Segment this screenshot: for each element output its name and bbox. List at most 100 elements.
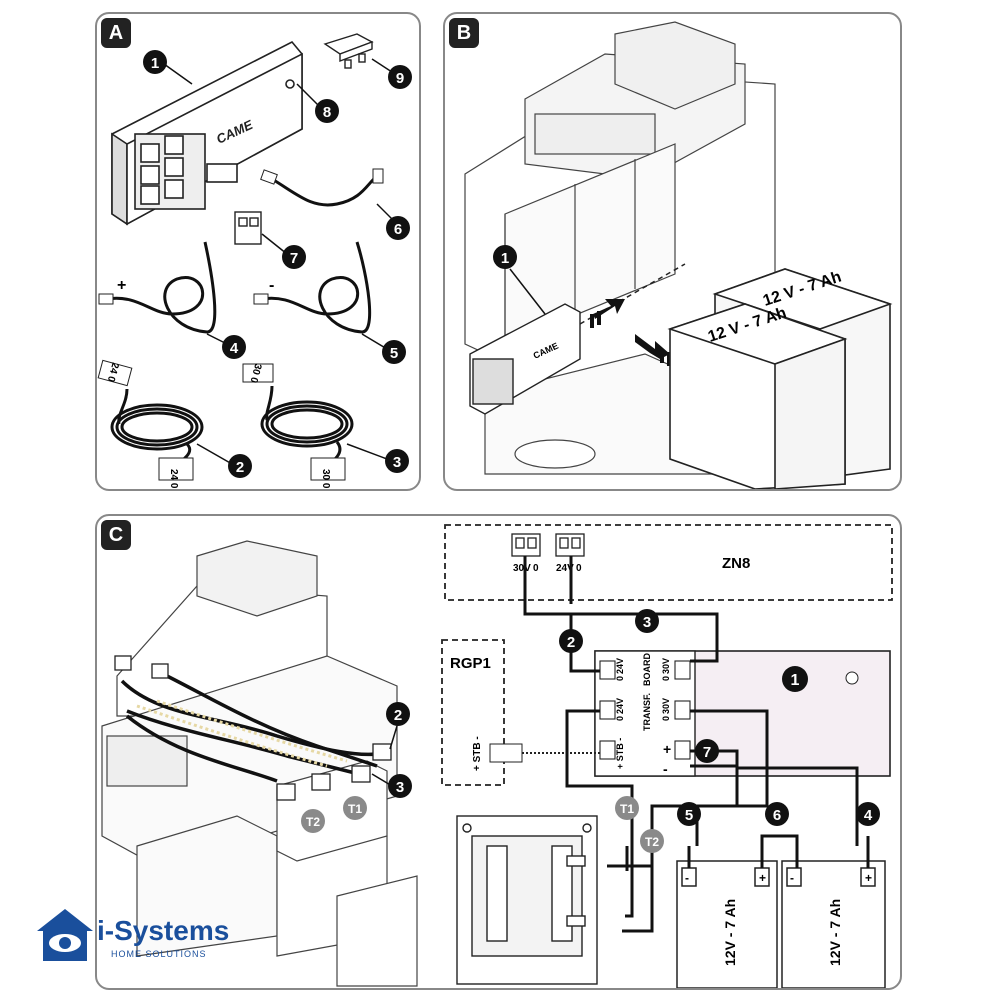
svg-text:8: 8 [323,104,331,121]
cable-5 [261,241,372,334]
callout-5: 5 [382,340,406,364]
wire-connectors [114,655,392,801]
module-terminals [599,660,691,760]
brand-tagline: HOME SOLUTIONS [111,949,207,959]
svg-text:4: 4 [230,340,239,357]
rgp1-board-box [441,639,505,786]
cable-3 [260,385,354,471]
transf-24v-label: 24V [615,698,625,714]
callout-7: 7 [695,739,719,763]
board-30v-0-label: 0 [661,676,671,681]
panel-b-label: B [449,18,479,48]
callout-4: 4 [222,335,246,359]
cable-2 [110,388,204,471]
cable-3-label-bottom: 30 0 [320,469,331,489]
zn8-30v-0-label: 0 [533,563,539,574]
battery-left-minus: - [685,871,689,885]
cable-2-label-bottom: 24 0 [168,469,179,489]
wire-bundle [120,674,378,783]
callout-1: 1 [493,245,517,269]
panel-a-drawing: CAME 24 0 24 0 [97,33,412,489]
zn8-title: ZN8 [722,555,750,572]
callout-6: 6 [765,802,789,826]
callout-1: 1 [143,50,167,74]
svg-text:3: 3 [393,454,401,471]
battery-control-module [111,40,303,226]
callout-2: 2 [228,454,252,478]
callout-3: 3 [385,449,409,473]
rgp1-title: RGP1 [450,655,491,672]
svg-text:1: 1 [791,672,800,689]
board-30v-label: 30V [661,658,671,674]
cable-6 [271,174,378,207]
svg-text:1: 1 [501,250,509,267]
left-callout-t2: T2 [301,809,325,833]
svg-text:5: 5 [390,345,398,362]
battery-front [667,303,848,489]
zn8-terminals [511,533,585,557]
transformer [456,815,598,985]
board-label: BOARD [642,653,652,686]
panel-c-drawing: 2 3 T1 T2 30V 0 24V 0 ZN8 RGP1 + STB - 0… [101,524,893,988]
svg-text:T1: T1 [620,802,634,816]
callout-7: 7 [282,245,306,269]
cable-4 [106,241,217,334]
module-batt-minus: - [663,761,668,777]
callout-6: 6 [386,216,410,240]
battery-left [676,860,778,988]
svg-text:6: 6 [394,221,402,238]
panel-c-label: C [101,520,131,550]
battery-right [781,860,886,988]
panel-a: CAME 24 0 24 0 [95,12,421,491]
svg-text:4: 4 [864,807,873,824]
panel-b: CAME 12 V - 7 Ah 12 V - 7 Ah 1 B [443,12,902,491]
callout-1: 1 [782,666,808,692]
svg-text:T1: T1 [348,802,362,816]
module-stb-label: + STB - [615,738,625,769]
zn8-24v-0-label: 0 [576,563,582,574]
svg-text:9: 9 [396,70,404,87]
svg-text:5: 5 [685,807,693,824]
zn8-board-box [444,524,893,601]
svg-text:7: 7 [703,744,711,761]
left-callout-3: 3 [388,774,412,798]
svg-text:3: 3 [396,779,404,796]
callout-9: 9 [388,65,412,89]
rgp1-stb-terminal [489,743,523,763]
battery-left-plus: + [759,871,766,885]
callout-3: 3 [635,609,659,633]
svg-text:1: 1 [151,55,159,72]
minus-sign: - [269,277,274,294]
brand-logo: i-Systems HOME SOLUTIONS [35,905,255,965]
battery-right-minus: - [790,871,794,885]
board-24v-label: 24V [615,658,625,674]
brand-name: i-Systems [97,915,230,946]
cable-3-label-top: 30 0 [247,362,263,384]
house-eye-icon [37,909,93,961]
panel-a-label: A [101,18,131,48]
battery-control-module [469,303,581,415]
callout-8: 8 [315,99,339,123]
callout-5: 5 [677,802,701,826]
transf-label: TRANSF. [642,693,652,731]
insert-arrow-left [635,334,671,366]
transf-0-label: 0 [615,716,625,721]
board-0-label: 0 [615,676,625,681]
battery-left-label: 12V - 7 Ah [722,899,738,966]
callout-2: 2 [559,629,583,653]
svg-text:6: 6 [773,807,781,824]
zn8-30v-label: 30V [513,563,531,574]
svg-text:2: 2 [236,459,244,476]
panel-c: 2 3 T1 T2 30V 0 24V 0 ZN8 RGP1 + STB - 0… [95,514,902,990]
svg-text:7: 7 [290,250,298,267]
svg-text:3: 3 [643,614,651,631]
transf-30v-0-label: 0 [661,716,671,721]
callout-t2: T2 [640,829,664,853]
fuse [323,33,374,69]
svg-text:T2: T2 [306,815,320,829]
insert-arrow-right [590,299,625,328]
svg-text:2: 2 [394,707,402,724]
connector-7 [234,211,262,245]
battery-right-label: 12V - 7 Ah [827,899,843,966]
callout-t1: T1 [615,796,639,820]
